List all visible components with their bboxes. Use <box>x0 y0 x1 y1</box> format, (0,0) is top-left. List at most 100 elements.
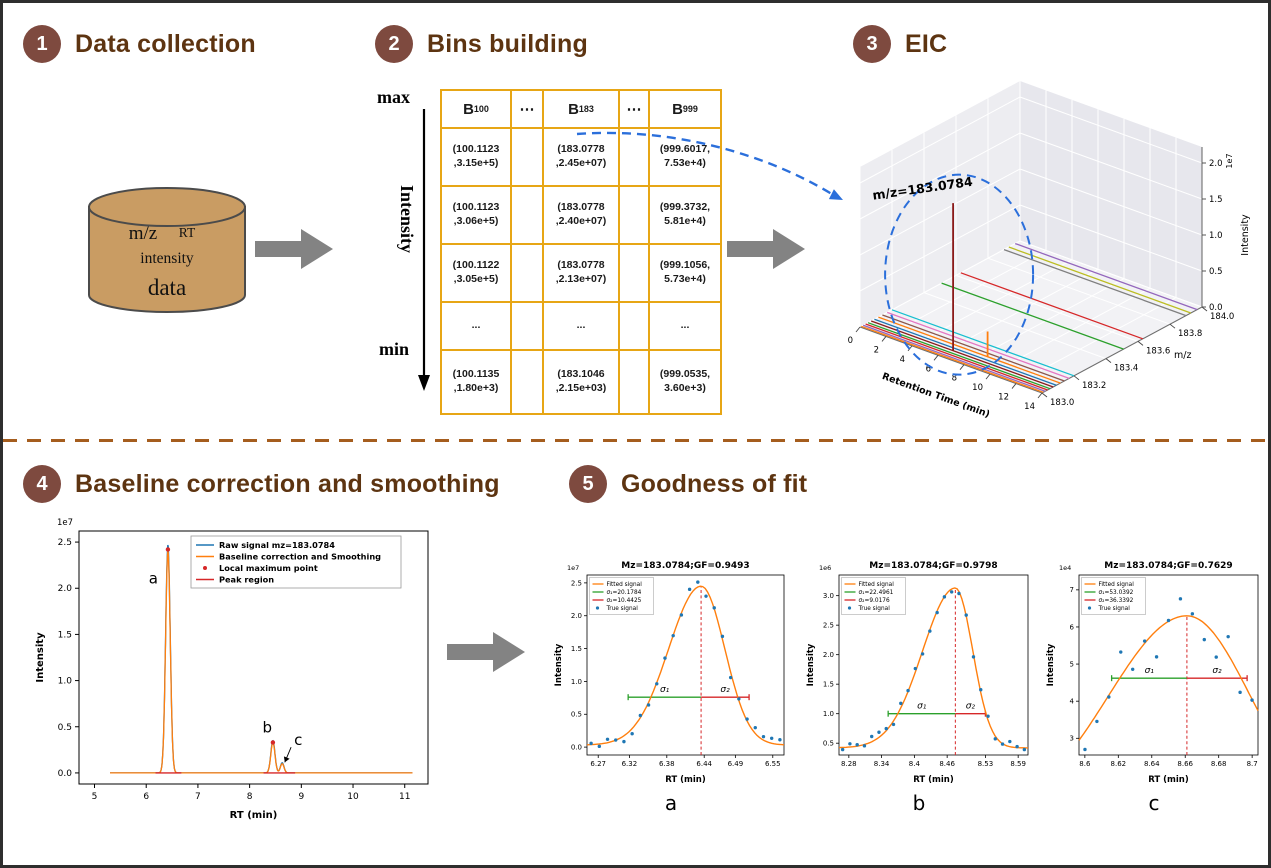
true-signal-point <box>906 688 910 693</box>
grid-line <box>1019 204 1203 272</box>
legend-label: σ₁=20.1784 <box>607 590 642 596</box>
peak-label: b <box>263 718 273 736</box>
true-signal-point <box>1008 739 1012 744</box>
mz-tick-label: 184.0 <box>1210 312 1234 322</box>
legend-label: Baseline correction and Smoothing <box>219 552 381 562</box>
bin-cell: ... <box>543 302 619 350</box>
fitted-curve <box>586 585 785 746</box>
true-signal-point <box>1022 747 1027 752</box>
bin-cell: (100.1123 ,3.15e+5) <box>441 128 511 186</box>
y-tick-label: 1.0 <box>58 677 73 687</box>
y-axis-title: Intensity <box>1046 643 1056 686</box>
true-signal-point <box>942 595 947 599</box>
legend-label: σ₁=53.0392 <box>1099 590 1134 596</box>
eic-trace <box>874 318 1057 386</box>
offset-label: 1e7 <box>57 518 73 528</box>
y-tick-label: 2.0 <box>823 651 834 659</box>
local-maximum-point <box>165 547 171 552</box>
legend-label: Fitted signal <box>607 582 643 588</box>
true-signal-point <box>920 652 925 656</box>
legend-swatch <box>203 566 207 570</box>
sigma2-label: σ₂ <box>720 685 730 695</box>
y-tick-label: 1.5 <box>58 630 72 640</box>
bin-cell: (183.0778 ,2.40e+07) <box>543 186 619 244</box>
x-tick-label: 8 <box>247 792 253 802</box>
sigma1-label: σ₁ <box>660 685 670 695</box>
rt-tick-label: 0 <box>848 336 853 346</box>
rt-axis-title: Retention Time (min) <box>880 371 991 420</box>
flow-arrow-1 <box>255 229 333 269</box>
x-tick-label: 6.32 <box>622 760 638 768</box>
grid-line <box>1019 168 1203 236</box>
sigma2-label: σ₂ <box>966 702 976 712</box>
rt-tick <box>1011 383 1017 389</box>
step-2-title: Bins building <box>427 29 588 58</box>
step-5-badge: 5 <box>569 465 607 503</box>
y-axis-title: Intensity <box>35 632 46 683</box>
y-tick-label: 6 <box>1070 623 1075 631</box>
plot-title: Mz=183.0784;GF=0.9493 <box>621 561 749 571</box>
offset-label: 1e6 <box>819 564 831 572</box>
x-tick-label: 11 <box>399 792 410 802</box>
flow-arrow-3-shape <box>447 632 525 672</box>
bins-axis-min-label: min <box>379 339 410 359</box>
rt-tick <box>855 326 861 333</box>
true-signal-point <box>1226 634 1230 639</box>
y-tick-label: 3.0 <box>823 592 834 600</box>
legend-label: Fitted signal <box>859 582 895 588</box>
true-signal-point <box>614 738 618 742</box>
bin-cell: (100.1123 ,3.06e+5) <box>441 186 511 244</box>
step-1-header: 1 Data collection <box>23 25 256 63</box>
legend-label: σ₂=9.0176 <box>859 598 890 604</box>
peak-label: a <box>149 570 158 588</box>
gof-plot-a: Mz=183.0784;GF=0.94931e70.00.51.01.52.02… <box>554 561 785 785</box>
x-tick-label: 8.62 <box>1111 760 1127 768</box>
mz-tick <box>1137 341 1144 346</box>
peak-pointer-arrowhead <box>283 756 290 763</box>
offset-label: 1e4 <box>1059 564 1071 572</box>
legend-label: Raw signal mz=183.0784 <box>219 540 335 550</box>
pane-back <box>1020 81 1202 307</box>
true-signal-point <box>605 737 610 741</box>
mz-tick <box>1105 358 1112 363</box>
true-signal-point <box>712 606 716 610</box>
true-signal-point <box>1119 650 1123 654</box>
bin-cell <box>511 244 543 302</box>
true-signal-point <box>884 726 888 731</box>
true-signal-point <box>704 594 708 598</box>
y-tick-label: 2.5 <box>823 622 834 630</box>
y-axis-title: Intensity <box>554 643 564 686</box>
z-tick-label: 2.0 <box>1209 159 1223 169</box>
x-tick-label: 8.53 <box>978 760 994 768</box>
y-tick-label: 0.0 <box>571 744 582 752</box>
legend-label: True signal <box>858 606 891 612</box>
x-tick-label: 7 <box>195 792 201 802</box>
mz-tick-label: 183.4 <box>1114 364 1138 374</box>
x-tick-label: 6 <box>143 792 149 802</box>
z-tick-label: 1.0 <box>1209 231 1223 241</box>
true-signal-point <box>622 739 626 744</box>
eic-trace <box>878 316 1061 384</box>
true-signal-point <box>761 734 766 739</box>
step-4-badge: 4 <box>23 465 61 503</box>
y-tick-label: 5 <box>1070 660 1074 668</box>
true-signal-point <box>1107 695 1111 699</box>
grid-line <box>955 274 1139 342</box>
grid-line <box>859 132 1021 220</box>
grid-line <box>859 96 1021 184</box>
step-3-header: 3 EIC <box>853 25 947 63</box>
bin-cell <box>619 244 649 302</box>
legend-label: σ₂=36.3392 <box>1099 598 1134 604</box>
cylinder-label-rt: RT <box>179 225 196 240</box>
true-signal-point <box>1202 637 1206 642</box>
gof-label-c: c <box>1148 791 1160 815</box>
x-tick-label: 9 <box>298 792 304 802</box>
mz-tick <box>1073 375 1080 381</box>
x-tick-label: 8.59 <box>1010 760 1026 768</box>
rt-tick <box>985 373 991 380</box>
y-tick-label: 2.0 <box>58 584 73 594</box>
x-tick-label: 8.66 <box>1177 760 1193 768</box>
